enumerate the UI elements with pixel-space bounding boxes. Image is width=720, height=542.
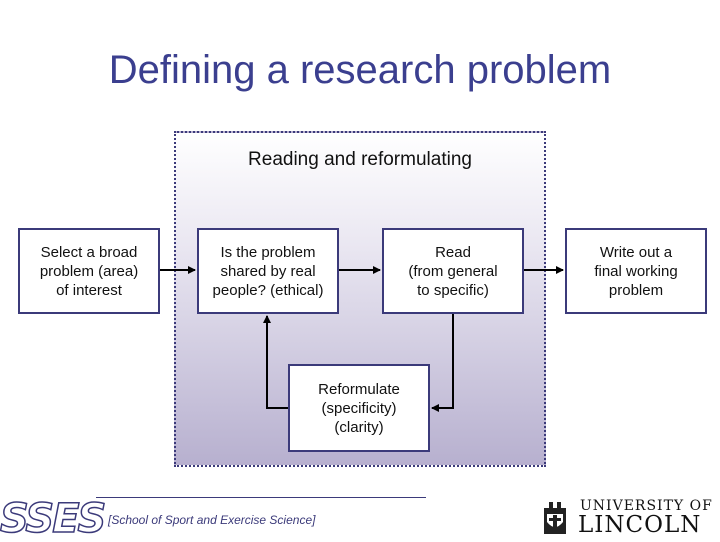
university-line-2: LINCOLN <box>578 512 702 538</box>
region-title: Reading and reformulating <box>248 149 472 170</box>
read-box: Read (from general to specific) <box>382 228 524 314</box>
crest-icon <box>544 502 566 534</box>
sses-logo: SSES <box>0 496 107 542</box>
slide-title: Defining a research problem <box>108 48 612 92</box>
shared-problem-box: Is the problem shared by real people? (e… <box>197 228 339 314</box>
footer-divider <box>96 497 426 498</box>
school-name: [School of Sport and Exercise Science] <box>108 513 316 527</box>
reformulate-box: Reformulate (specificity) (clarity) <box>288 364 430 452</box>
select-problem-box: Select a broad problem (area) of interes… <box>18 228 160 314</box>
university-line-1: UNIVERSITY OF <box>580 498 713 514</box>
arrow-reformulate-to-shared <box>263 315 288 409</box>
arrow-read-to-reformulate <box>431 314 454 412</box>
write-problem-box: Write out a final working problem <box>565 228 707 314</box>
university-logo: UNIVERSITY OF LINCOLN <box>538 496 720 540</box>
